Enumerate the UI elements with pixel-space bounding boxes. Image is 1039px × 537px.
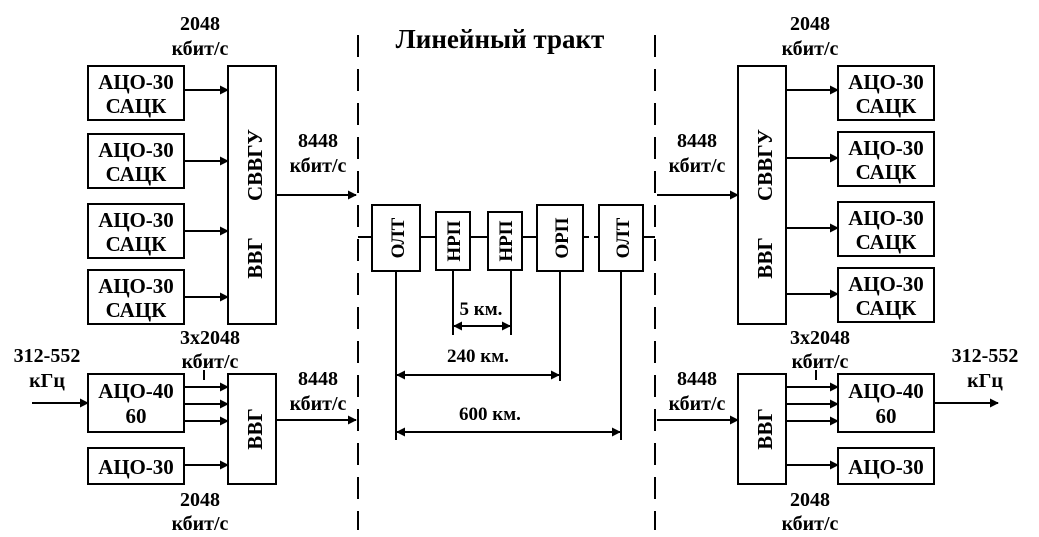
left-aco30-sack-2: АЦО-30 САЦК xyxy=(87,133,185,189)
left-aco30-sack-4: АЦО-30 САЦК xyxy=(87,269,185,325)
left-aco30-label: АЦО-30 xyxy=(98,70,174,94)
right-sack-label: САЦК xyxy=(856,230,918,254)
right-analog-range: 312-552 xyxy=(952,345,1019,367)
right-bottom-rate-value: 2048 xyxy=(790,489,830,511)
distance-600km-label: 600 км. xyxy=(459,404,521,425)
olt-left-label: ОЛТ xyxy=(388,217,409,258)
left-vvg-bottom-label: ВВГ xyxy=(243,408,267,449)
diagram-title: Линейный тракт xyxy=(396,24,605,54)
left-bottom-rate-value: 2048 xyxy=(180,489,220,511)
right-sack-label: САЦК xyxy=(856,160,918,184)
right-top-rate-unit: кбит/с xyxy=(782,38,839,60)
right-lower-rate-unit: кбит/с xyxy=(669,393,726,415)
right-aco30-sack-4-box xyxy=(837,267,935,323)
distance-5km-label: 5 км. xyxy=(460,299,503,320)
left-aco30-sack-3: АЦО-30 САЦК xyxy=(87,203,185,259)
left-aco30-sack-3-box xyxy=(87,203,185,259)
left-aco30-label: АЦО-30 xyxy=(98,138,174,162)
nrp-2-label: НРП xyxy=(496,220,517,261)
right-lower-rate-value: 8448 xyxy=(677,368,717,390)
right-aco30-sack-4: АЦО-30 САЦК xyxy=(837,267,935,323)
right-aco30-single-label: АЦО-30 xyxy=(848,455,924,479)
left-3x2048-unit: кбит/с xyxy=(182,351,239,373)
right-svvgu-label: СВВГУ xyxy=(753,129,777,201)
left-aco40-sub-label: 60 xyxy=(126,404,147,428)
olt-right-label: ОЛТ xyxy=(613,217,634,258)
left-svvgu-label: СВВГУ xyxy=(243,129,267,201)
left-sack-label: САЦК xyxy=(106,162,168,186)
left-mid-rate-value: 8448 xyxy=(298,130,338,152)
left-lower-rate-value: 8448 xyxy=(298,368,338,390)
line-path: ОЛТ НРП НРП ОРП ОЛТ 5 км. 240 км. 600 км… xyxy=(358,204,655,440)
orp-label: ОРП xyxy=(552,217,573,258)
left-top-rate-value: 2048 xyxy=(180,13,220,35)
olt-right-box xyxy=(598,204,644,272)
right-mid-rate-unit: кбит/с xyxy=(669,155,726,177)
left-terminal: 2048 кбит/с АЦО-30 САЦК АЦО-30 САЦК АЦО-… xyxy=(14,13,357,535)
right-3x2048-unit: кбит/с xyxy=(792,351,849,373)
right-vvg-label: ВВГ xyxy=(753,237,777,278)
right-top-rate-value: 2048 xyxy=(790,13,830,35)
right-vvg-svvgu-box xyxy=(737,65,787,325)
orp-box xyxy=(536,204,584,272)
left-vvg-label: ВВГ xyxy=(243,237,267,278)
right-aco30-sack-2: АЦО-30 САЦК xyxy=(837,131,935,187)
right-aco30-label: АЦО-30 xyxy=(848,206,924,230)
right-aco30-label: АЦО-30 xyxy=(848,70,924,94)
nrp-1-box xyxy=(435,211,471,271)
left-vvg-svvgu-box xyxy=(227,65,277,325)
right-aco30-single-box xyxy=(837,447,935,485)
left-mid-rate-unit: кбит/с xyxy=(290,155,347,177)
right-3x2048-value: 3x2048 xyxy=(790,327,850,349)
left-aco30-single-box xyxy=(87,447,185,485)
right-aco30-sack-3: АЦО-30 САЦК xyxy=(837,201,935,257)
right-mid-rate-value: 8448 xyxy=(677,130,717,152)
right-aco30-label: АЦО-30 xyxy=(848,272,924,296)
left-aco30-single-label: АЦО-30 xyxy=(98,455,174,479)
right-aco30-label: АЦО-30 xyxy=(848,136,924,160)
left-sack-label: САЦК xyxy=(106,94,168,118)
right-vvg-bottom-box xyxy=(737,373,787,485)
left-lower-rate-unit: кбит/с xyxy=(290,393,347,415)
left-aco30-sack-1-box xyxy=(87,65,185,121)
right-terminal: 2048 кбит/с 8448 кбит/с СВВГУ ВВГ АЦО-30… xyxy=(657,13,1018,535)
nrp-2-box xyxy=(487,211,523,271)
left-vvg-bottom-box xyxy=(227,373,277,485)
left-aco30-sack-4-box xyxy=(87,269,185,325)
right-aco40-label: АЦО-40 xyxy=(848,379,924,403)
right-aco30-sack-1-box xyxy=(837,65,935,121)
left-analog-range: 312-552 xyxy=(14,345,81,367)
right-bottom-rate-unit: кбит/с xyxy=(782,513,839,535)
olt-left-box xyxy=(371,204,421,272)
right-aco40-sub-label: 60 xyxy=(876,404,897,428)
right-vvg-bottom-label: ВВГ xyxy=(753,408,777,449)
left-analog-unit: кГц xyxy=(29,370,65,392)
right-sack-label: САЦК xyxy=(856,94,918,118)
left-3x2048-value: 3x2048 xyxy=(180,327,240,349)
distance-240km-label: 240 км. xyxy=(447,346,509,367)
left-aco30-label: АЦО-30 xyxy=(98,274,174,298)
right-analog-unit: кГц xyxy=(967,370,1003,392)
left-sack-label: САЦК xyxy=(106,298,168,322)
right-aco30-sack-3-box xyxy=(837,201,935,257)
left-aco40-label: АЦО-40 xyxy=(98,379,174,403)
left-bottom-rate-unit: кбит/с xyxy=(172,513,229,535)
right-aco30-sack-2-box xyxy=(837,131,935,187)
left-aco30-label: АЦО-30 xyxy=(98,208,174,232)
right-sack-label: САЦК xyxy=(856,296,918,320)
left-sack-label: САЦК xyxy=(106,232,168,256)
nrp-1-label: НРП xyxy=(444,220,465,261)
left-aco30-sack-1: АЦО-30 САЦК xyxy=(87,65,185,121)
right-aco30-sack-1: АЦО-30 САЦК xyxy=(837,65,935,121)
left-aco40-box xyxy=(87,373,185,433)
left-top-rate-unit: кбит/с xyxy=(172,38,229,60)
